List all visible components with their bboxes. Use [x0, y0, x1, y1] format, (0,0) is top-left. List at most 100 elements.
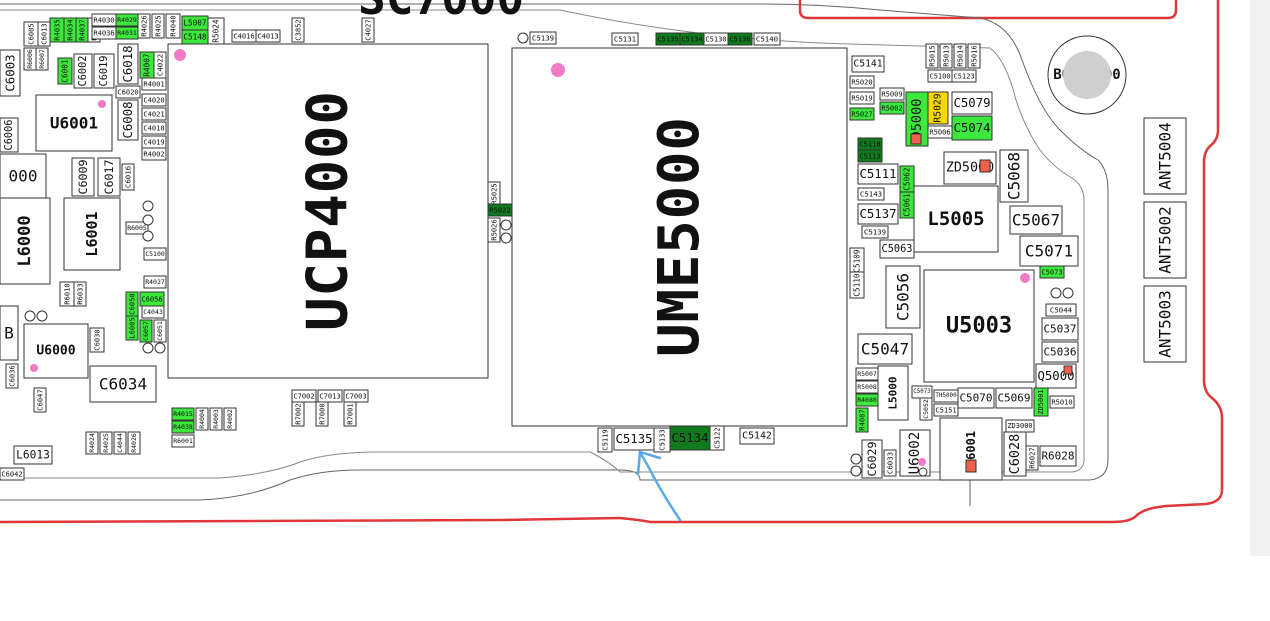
component-label: R5020 [851, 78, 872, 87]
annotation-arrow [636, 450, 682, 522]
component-r6027: R6027 [1025, 445, 1039, 471]
component-body [995, 387, 1033, 409]
component-r4036: R4036 [91, 26, 117, 40]
component-zd3000: ZD3000 [1005, 419, 1035, 433]
component-r4040: R4040 [165, 13, 181, 39]
component-label: C5068 [1005, 152, 1024, 200]
component-body [727, 32, 753, 46]
component-body [939, 43, 953, 69]
component-label: R5002 [881, 104, 902, 113]
component-c5136: C5136 [727, 32, 753, 46]
component-label: R6007 [38, 49, 46, 69]
component-c6003: C6003 [0, 49, 21, 97]
component-c7013: C7013 [317, 389, 343, 403]
component-label: C6006 [3, 120, 15, 151]
component-label: R7000 [318, 403, 327, 424]
component-label: R4025 [154, 15, 163, 36]
component-label: R4026 [140, 15, 149, 36]
component-body [33, 387, 47, 413]
component-label: R7002 [294, 403, 303, 424]
component-body [89, 365, 157, 403]
component-r6033: R6033 [73, 281, 87, 307]
component-body [141, 305, 165, 319]
component-body [57, 57, 73, 85]
component-r6001: R6001 [171, 434, 195, 448]
component-label: R4003 [212, 409, 220, 429]
component-th5000: TH5000 [933, 389, 959, 403]
component-c5122: C5122 [709, 425, 725, 451]
component-body [73, 53, 93, 89]
component-c6056: C6056 [139, 291, 165, 307]
component-label: C4019 [143, 138, 164, 147]
component-label: R4040 [169, 15, 178, 36]
pin1-marker-u6002 [918, 458, 926, 466]
component-label: R5006 [929, 128, 950, 137]
component-body [127, 431, 141, 455]
component-body [861, 439, 883, 479]
component-label: C6029 [865, 442, 879, 477]
component-label: C5100 [929, 72, 950, 81]
component-label: R4027 [145, 278, 165, 286]
chip-l6000: L6000 [0, 197, 51, 285]
component-r4027: R4027 [143, 275, 167, 289]
component-c6008: C6008 [117, 99, 139, 141]
component-label: C6036 [8, 365, 17, 386]
component-c6030: C6030 [89, 327, 105, 353]
red-pad-d5000 [910, 133, 922, 145]
component-body [141, 121, 167, 135]
component-c5141: C5141 [851, 55, 885, 73]
component-label: ANT5002 [1156, 206, 1175, 273]
component-body [849, 271, 865, 299]
component-body [879, 239, 915, 259]
component-r5002: R5002 [879, 101, 905, 115]
component-label: ZD5001 [1037, 389, 1045, 414]
component-body [879, 101, 905, 115]
component-label: TH5000 [935, 393, 957, 399]
component-c5036: C5036 [1041, 341, 1079, 363]
component-label: C6009 [76, 160, 90, 195]
chip-label: UME5000 [647, 117, 712, 357]
component-c6033: C6033 [883, 449, 897, 477]
component-body [951, 115, 993, 141]
component-c6018: C6018 [117, 43, 139, 85]
component-label: R5024 [212, 19, 221, 43]
component-ant5003: ANT5003 [1143, 285, 1187, 363]
component-l6013: L6013 [13, 445, 53, 465]
component-label: C5071 [1025, 242, 1073, 261]
component-c5109: C5109 [849, 247, 865, 275]
component-body [611, 32, 639, 46]
component-label: R6001 [173, 437, 193, 445]
component-label: C5062 [903, 167, 912, 190]
component-c5052: C5052 [919, 397, 933, 421]
component-label: R5026 [490, 219, 499, 240]
component-r7002: R7002 [291, 401, 305, 427]
component-body [0, 467, 25, 481]
component-r5016: R5016 [967, 43, 981, 69]
component-label: D5000 [909, 99, 925, 140]
component-body [171, 407, 195, 421]
component-label: C5070 [959, 392, 992, 405]
component-label: R4030 [93, 16, 114, 25]
component-body [1143, 285, 1187, 363]
component-r5019: R5019 [849, 91, 875, 105]
chip-label: U6001 [50, 114, 98, 133]
component-label: C5074 [953, 121, 990, 135]
component-r4024: R4024 [85, 431, 99, 455]
component-label: C4043 [143, 308, 163, 316]
component-label: C6017 [102, 160, 116, 195]
component-label: C6057 [142, 321, 150, 341]
component-body [885, 265, 921, 329]
component-r4001: R4001 [141, 77, 167, 91]
component-body [71, 157, 95, 197]
chip-body [0, 197, 51, 285]
component-label: C7013 [319, 392, 340, 401]
component-label: R4038 [173, 423, 193, 431]
component-body [709, 425, 725, 451]
red-pad-zd5000 [979, 159, 991, 173]
component-r5008: R5008 [855, 380, 879, 394]
component-body [857, 187, 885, 201]
component-label: C6013 [40, 23, 49, 44]
component-r4002: R4002 [223, 407, 237, 431]
chip-l5005: L5005 [913, 185, 999, 253]
component-c5110: C5110 [849, 271, 865, 299]
